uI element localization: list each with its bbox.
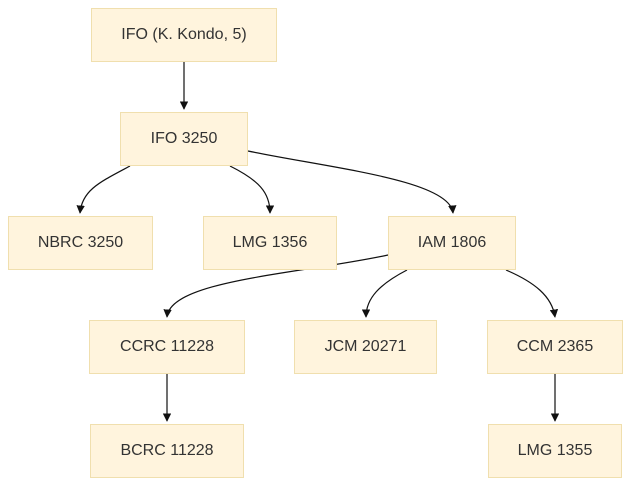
node-label: CCM 2365	[517, 338, 594, 355]
node-ifo-kondo: IFO (K. Kondo, 5)	[91, 8, 277, 62]
node-lmg-1356: LMG 1356	[203, 216, 337, 270]
node-ccrc-11228: CCRC 11228	[89, 320, 245, 374]
node-box	[487, 320, 623, 374]
node-bcrc-11228: BCRC 11228	[90, 424, 244, 478]
node-iam-1806: IAM 1806	[388, 216, 516, 270]
edge-iam-1806-to-ccrc-11228	[163, 254, 389, 318]
node-label: JCM 20271	[325, 338, 407, 355]
node-box	[90, 424, 244, 478]
edge-ifo-3250-to-nbrc-3250	[76, 165, 131, 214]
node-box	[120, 112, 248, 166]
node-nbrc-3250: NBRC 3250	[8, 216, 153, 270]
node-label: NBRC 3250	[38, 234, 123, 251]
node-ifo-3250: IFO 3250	[120, 112, 248, 166]
node-box	[89, 320, 245, 374]
node-label: LMG 1355	[518, 442, 593, 459]
node-label: LMG 1356	[233, 234, 308, 251]
node-lmg-1355: LMG 1355	[488, 424, 622, 478]
node-box	[388, 216, 516, 270]
node-label: CCRC 11228	[120, 338, 214, 355]
edge-iam-1806-to-ccm-2365	[505, 269, 559, 318]
node-box	[203, 216, 337, 270]
node-box	[294, 320, 437, 374]
node-label: IAM 1806	[418, 234, 487, 251]
edge-ifo-3250-to-lmg-1356	[229, 165, 275, 214]
node-box	[8, 216, 153, 270]
edge-iam-1806-to-jcm-20271	[361, 269, 408, 318]
edge-ifo-3250-to-iam-1806	[247, 150, 457, 214]
node-jcm-20271: JCM 20271	[294, 320, 437, 374]
node-label: BCRC 11228	[120, 442, 213, 459]
edges	[76, 62, 560, 422]
node-box	[91, 8, 277, 62]
node-ccm-2365: CCM 2365	[487, 320, 623, 374]
node-label: IFO (K. Kondo, 5)	[121, 26, 246, 43]
node-box	[488, 424, 622, 478]
node-label: IFO 3250	[151, 130, 218, 147]
